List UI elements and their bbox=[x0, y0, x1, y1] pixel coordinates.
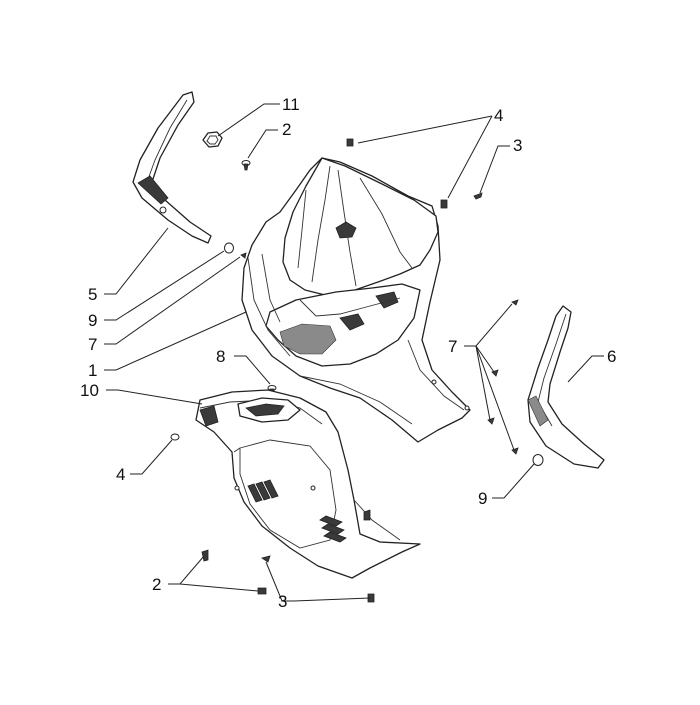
part-11-nut bbox=[202, 131, 223, 148]
callout-9-right: 9 bbox=[478, 489, 487, 508]
callout-9-left: 9 bbox=[88, 311, 97, 330]
callout-7-left: 7 bbox=[88, 335, 97, 354]
callout-2-bottom: 2 bbox=[152, 575, 161, 594]
part-4-clip-top bbox=[346, 138, 354, 147]
part-2-screw-top bbox=[241, 160, 251, 171]
part-3-screws-bottom bbox=[261, 555, 375, 603]
callout-4-top: 4 bbox=[494, 106, 503, 125]
callout-10: 10 bbox=[80, 381, 99, 400]
part-9-grommet-upper bbox=[224, 242, 234, 254]
part-1-front-shield bbox=[241, 157, 471, 443]
callout-5: 5 bbox=[88, 285, 97, 304]
part-10-leg-shield bbox=[195, 389, 421, 579]
part-4-clip-left bbox=[170, 433, 180, 441]
callout-3-top: 3 bbox=[513, 136, 522, 155]
part-3-screw-top bbox=[473, 192, 483, 200]
part-4-clip-right bbox=[440, 199, 448, 209]
part-5-left-trim bbox=[132, 91, 212, 244]
leader-lines bbox=[104, 103, 604, 602]
callout-6: 6 bbox=[607, 347, 616, 366]
callout-7-right: 7 bbox=[448, 337, 457, 356]
part-2-screws-bottom bbox=[201, 549, 267, 595]
part-6-right-trim bbox=[527, 305, 605, 469]
callout-1: 1 bbox=[88, 361, 97, 380]
part-9-grommet-lower bbox=[532, 454, 544, 466]
part-7-fastener-left bbox=[240, 252, 247, 259]
part-7-fasteners-right bbox=[487, 299, 519, 455]
callout-3-bottom: 3 bbox=[278, 592, 287, 611]
callout-8: 8 bbox=[216, 347, 225, 366]
callout-labels: 11 2 4 3 5 9 7 1 7 6 8 10 4 9 2 3 bbox=[80, 95, 616, 611]
callout-4-left: 4 bbox=[116, 465, 125, 484]
callout-2-top: 2 bbox=[282, 120, 291, 139]
callout-11: 11 bbox=[282, 95, 300, 114]
